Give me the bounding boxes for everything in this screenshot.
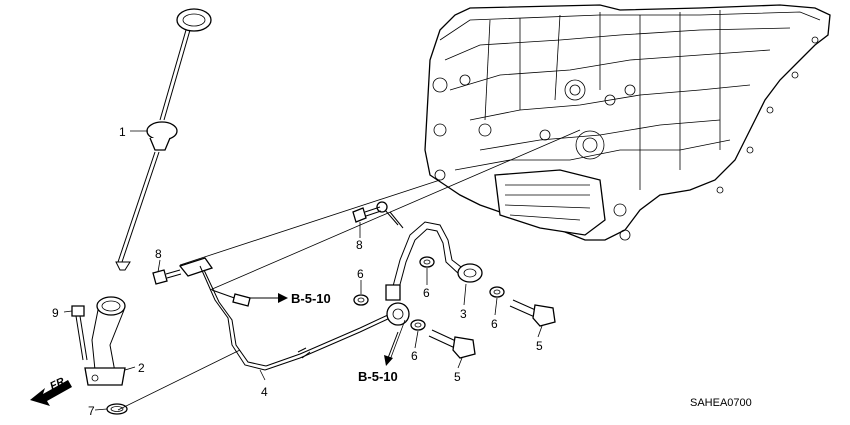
leader-lines: [63, 129, 581, 411]
part-number-6c: 6: [491, 317, 498, 331]
dipstick: [115, 8, 212, 271]
washer-6d: [410, 319, 426, 331]
part-number-4: 4: [261, 385, 268, 399]
bolt-9: [71, 305, 88, 361]
banjo-bolt-5-right: [509, 299, 556, 327]
part-number-7: 7: [88, 404, 95, 418]
part-number-8a: 8: [356, 238, 363, 252]
ref-arrow-lower: [384, 331, 399, 366]
washer-6a: [353, 294, 369, 306]
washer-6c: [489, 286, 505, 298]
diagram-code: SAHEA0700: [690, 397, 752, 409]
part-number-5-right: 5: [536, 339, 543, 353]
part-number-6d: 6: [411, 349, 418, 363]
part-number-5-left: 5: [454, 370, 461, 384]
bolt-8-upper: [352, 206, 382, 223]
ref-arrow-upper: [250, 293, 288, 303]
reference-upper[interactable]: B-5-10: [291, 291, 331, 306]
washer-6b: [419, 256, 435, 268]
part-number-6a: 6: [357, 267, 364, 281]
reference-lower[interactable]: B-5-10: [358, 369, 398, 384]
part-number-6b: 6: [423, 286, 430, 300]
engine-case: [424, 4, 831, 241]
part-number-9: 9: [52, 306, 59, 320]
front-direction-arrow: [30, 380, 72, 406]
part-number-8b: 8: [155, 247, 162, 261]
bolt-8-lower: [152, 269, 182, 285]
banjo-bolt-5-left: [428, 329, 476, 359]
o-ring: [106, 403, 128, 415]
oil-pipe: [178, 257, 410, 371]
dipstick-tube: [84, 296, 126, 386]
part-number-1: 1: [119, 125, 126, 139]
part-number-2: 2: [138, 361, 145, 375]
oil-hose: [376, 201, 483, 301]
part-number-3: 3: [460, 307, 467, 321]
